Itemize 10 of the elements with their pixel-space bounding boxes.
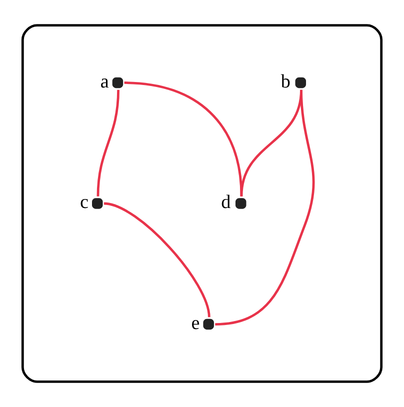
node-label: d xyxy=(221,192,231,214)
connector xyxy=(215,90,315,326)
connector xyxy=(104,202,210,318)
node-label: b xyxy=(280,71,290,92)
connector xyxy=(124,82,243,196)
node-label: a xyxy=(100,71,109,92)
node-label: c xyxy=(80,192,89,214)
node-label: e xyxy=(191,312,200,334)
connector xyxy=(96,90,120,196)
cluster xyxy=(21,24,383,383)
